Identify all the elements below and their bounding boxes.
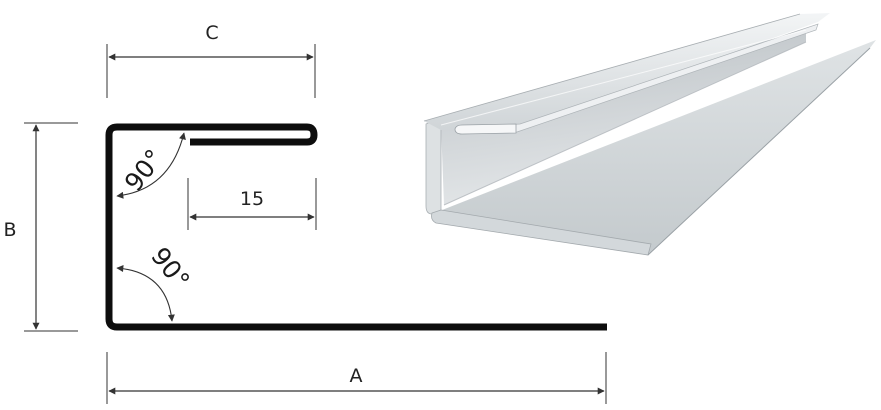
- dimension-c-label: C: [205, 22, 218, 44]
- profile-3d-render: [423, 13, 876, 256]
- bottom-flange-front-edge: [431, 209, 652, 256]
- angle-top-label: 90°: [119, 144, 169, 197]
- dimension-b: B: [3, 122, 78, 332]
- dimension-lip: 15: [187, 178, 317, 230]
- lip-front-end: [454, 123, 517, 135]
- top-face: [424, 13, 830, 132]
- dimension-lip-label: 15: [240, 188, 264, 210]
- dimension-c: C: [106, 22, 316, 98]
- angle-bottom: 90°: [116, 242, 195, 322]
- bottom-flange-face: [436, 40, 876, 255]
- profile-cross-section: [105, 123, 607, 331]
- web-front-edge: [425, 117, 442, 215]
- dimension-a: A: [106, 352, 607, 404]
- angle-bottom-label: 90°: [145, 242, 195, 295]
- inner-web-face: [441, 30, 806, 205]
- dimension-a-label: A: [350, 365, 363, 387]
- dimension-b-label: B: [3, 219, 16, 241]
- angle-top: 90°: [116, 132, 186, 199]
